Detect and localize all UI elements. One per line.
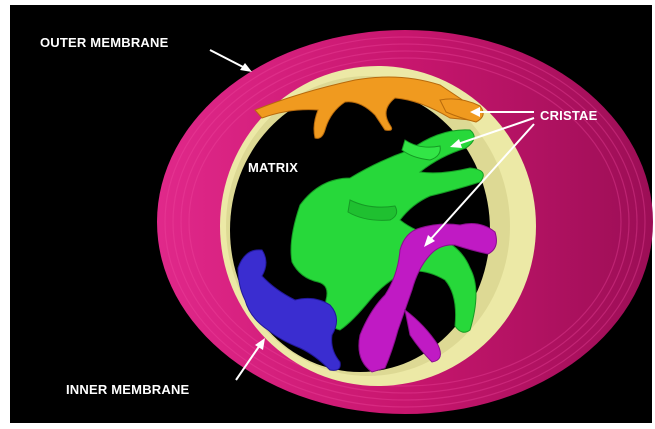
label-matrix: MATRIX [248,160,298,175]
label-inner-membrane: INNER MEMBRANE [66,382,190,397]
label-outer-membrane: OUTER MEMBRANE [40,35,169,50]
label-cristae: CRISTAE [540,108,598,123]
